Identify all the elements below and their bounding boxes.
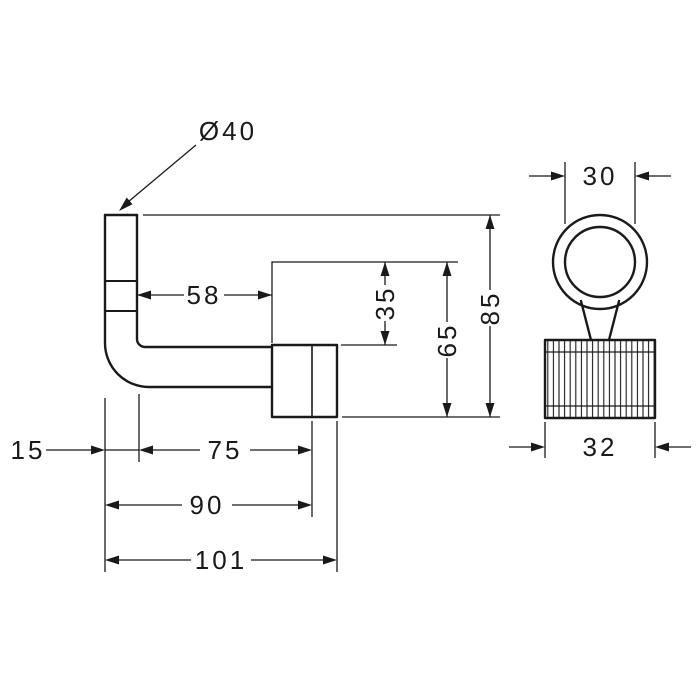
- outer-contour: [103, 213, 274, 389]
- hook-front-profile: [543, 213, 657, 420]
- ring-inner-circle: [563, 225, 637, 299]
- diameter-callout: Ø40: [119, 116, 257, 211]
- arrowhead-right: [258, 290, 272, 300]
- extension-lines-32: [544, 422, 656, 458]
- ring-joint-lines: [104, 280, 138, 312]
- arrowhead-right: [551, 171, 565, 181]
- dimension-65: 65: [432, 262, 462, 417]
- arrowhead-left: [139, 445, 153, 455]
- base-band-lines: [546, 351, 654, 407]
- extension-lines: [104, 214, 500, 572]
- dimension-35: 35: [370, 262, 400, 345]
- dim-label-65: 65: [432, 323, 462, 358]
- ring-outer-circle: [551, 213, 649, 311]
- leader-arrowhead: [119, 197, 133, 211]
- dim-label-101: 101: [195, 545, 247, 575]
- base-block-knurled: [543, 338, 657, 420]
- dimension-15: 15: [11, 435, 139, 465]
- dim-label-90: 90: [190, 490, 225, 520]
- dim-label-15: 15: [11, 435, 46, 465]
- dimension-101: 101: [105, 545, 337, 575]
- leader-line: [127, 144, 197, 203]
- arrowhead-right: [298, 500, 312, 510]
- arrowhead-left: [105, 555, 119, 565]
- wall-base-block: [270, 343, 339, 419]
- side-view: Ø40 58 35 65: [11, 116, 505, 575]
- dim-label-diameter: Ø40: [199, 116, 257, 146]
- arrowhead-left: [105, 500, 119, 510]
- dim-label-58: 58: [187, 280, 222, 310]
- arrowhead-right: [531, 442, 545, 452]
- dim-label-30: 30: [583, 161, 618, 191]
- dimension-85: 85: [475, 215, 505, 417]
- arrowhead-left: [655, 442, 669, 452]
- hook-side-profile: [103, 213, 339, 419]
- arrowhead-up: [380, 262, 390, 276]
- dimension-58: 58: [137, 280, 272, 310]
- arrowhead-right: [91, 445, 105, 455]
- arrowhead-right: [323, 555, 337, 565]
- extension-lines-front: [544, 162, 656, 458]
- arrowhead-left: [137, 290, 151, 300]
- arrowhead-up: [485, 215, 495, 229]
- neck-lines: [579, 299, 621, 342]
- dim-label-32: 32: [583, 432, 618, 462]
- arrowhead-left: [635, 171, 649, 181]
- dimension-90: 90: [105, 490, 312, 520]
- arrowhead-down: [442, 403, 452, 417]
- inner-contour: [135, 213, 274, 349]
- dim-label-35: 35: [370, 286, 400, 321]
- dimension-32: 32: [509, 432, 691, 462]
- arrowhead-down: [380, 331, 390, 345]
- extension-line-axis: [271, 261, 458, 343]
- arrowhead-up: [442, 262, 452, 276]
- dimension-75: 75: [139, 435, 312, 465]
- dim-label-75: 75: [208, 435, 243, 465]
- dimension-30: 30: [529, 161, 671, 191]
- arrowhead-down: [485, 403, 495, 417]
- arrowhead-right: [298, 445, 312, 455]
- front-view: 30 32: [509, 161, 691, 462]
- dim-label-85: 85: [475, 291, 505, 326]
- extension-lines-30: [564, 162, 636, 224]
